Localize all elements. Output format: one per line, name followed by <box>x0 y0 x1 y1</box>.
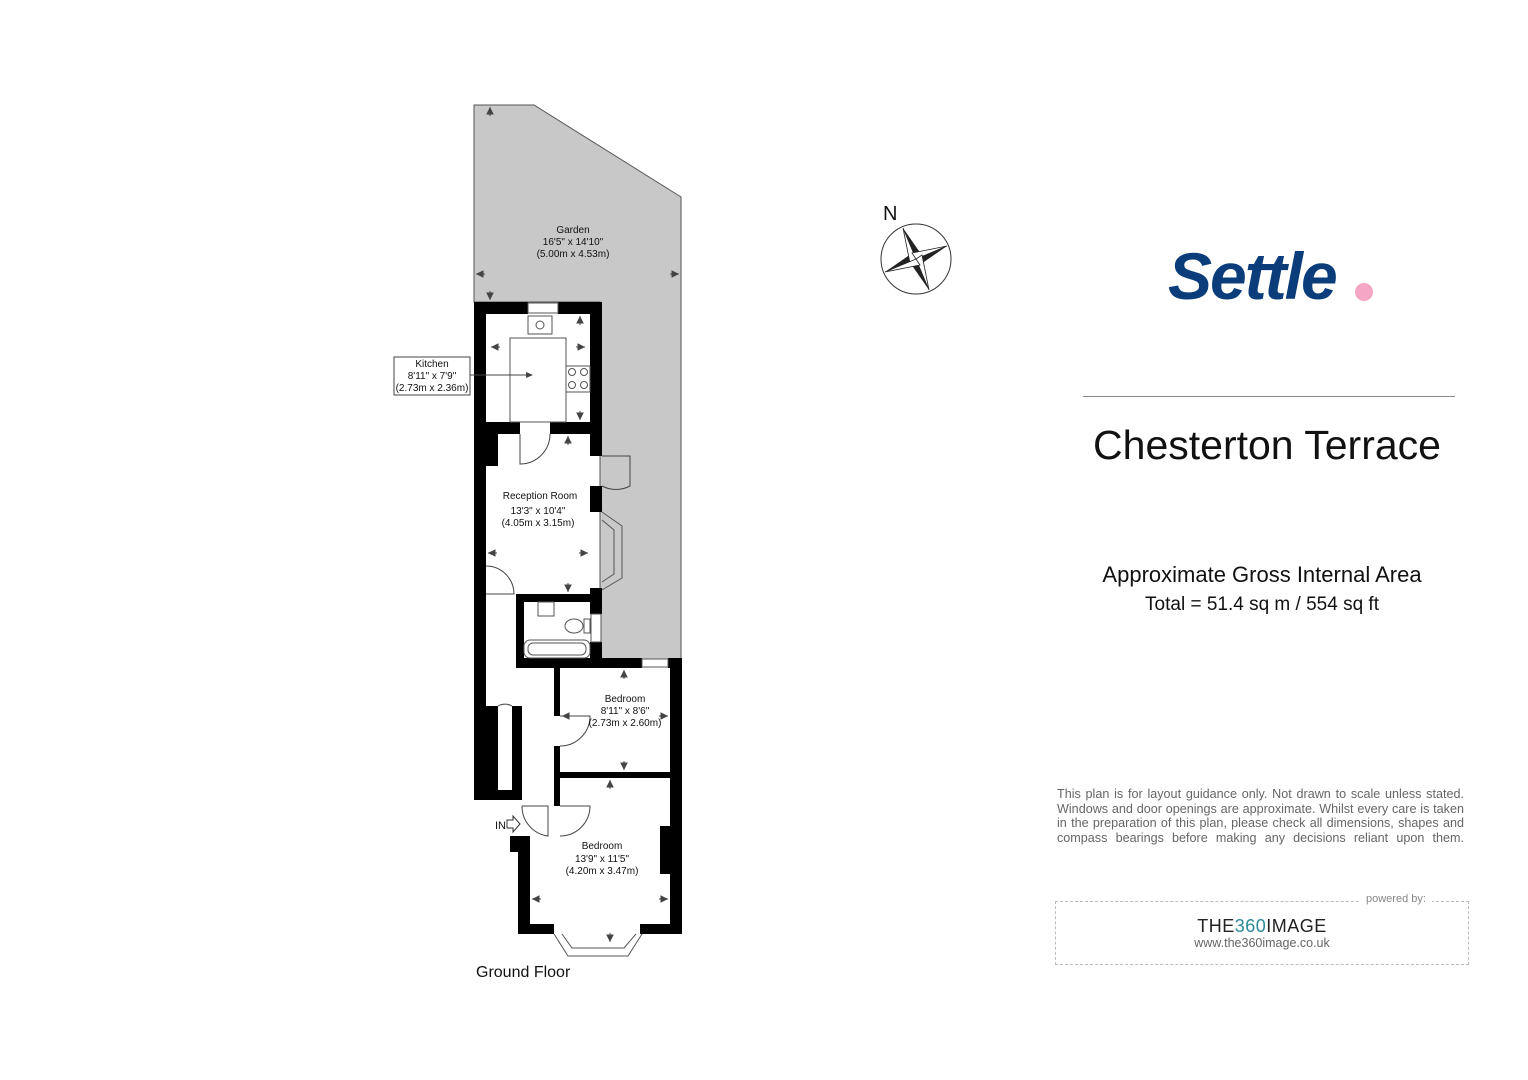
reception-metric: (4.05m x 3.15m) <box>502 518 575 529</box>
garden-imperial: 16'5" x 14'10" <box>543 237 604 248</box>
area-total: Total = 51.4 sq m / 554 sq ft <box>1145 594 1379 615</box>
property-title: Chesterton Terrace <box>1093 422 1441 468</box>
entrance-label: IN <box>495 820 506 832</box>
entrance-arrow-icon <box>506 814 521 834</box>
disclaimer-text: This plan is for layout guidance only. N… <box>1057 787 1464 845</box>
area-heading: Approximate Gross Internal Area <box>1102 562 1422 587</box>
credit-brand: THE360IMAGE <box>1055 916 1469 937</box>
credit-brand-part-b: 360 <box>1234 916 1267 936</box>
walls <box>474 302 682 934</box>
settle-logo: Settle <box>1168 239 1336 313</box>
bedroom2-name: Bedroom <box>582 841 623 852</box>
credit-box <box>1055 901 1469 965</box>
kitchen-fixtures <box>509 315 591 423</box>
bedroom-bay-window <box>553 933 643 957</box>
bedroom1-metric: (2.73m x 2.60m) <box>589 718 662 729</box>
kitchen-label-box <box>393 356 471 396</box>
kitchen-leader-arrow <box>526 372 533 378</box>
settle-logo-dot-icon <box>1355 283 1373 301</box>
bedroom2-imperial: 13'9" x 11'5" <box>575 854 630 865</box>
powered-by-label: powered by: <box>1360 893 1432 905</box>
kitchen-name: Kitchen <box>415 359 448 370</box>
compass-icon <box>880 223 952 295</box>
garden-name: Garden <box>556 225 589 236</box>
compass-north-label: N <box>883 203 897 225</box>
bedroom2-metric: (4.20m x 3.47m) <box>566 866 639 877</box>
bedroom1-imperial: 8'11" x 8'6" <box>601 706 650 717</box>
bedroom1-name: Bedroom <box>605 694 646 705</box>
garden-metric: (5.00m x 4.53m) <box>537 249 610 260</box>
doors <box>485 433 631 837</box>
credit-url: www.the360image.co.uk <box>1194 936 1330 950</box>
divider <box>1083 396 1455 397</box>
kitchen-metric: (2.73m x 2.36m) <box>396 383 469 394</box>
windows <box>527 302 669 668</box>
reception-name: Reception Room <box>503 491 577 502</box>
floor-label: Ground Floor <box>476 964 571 981</box>
credit-brand-part-c: IMAGE <box>1266 916 1327 936</box>
reception-imperial: 13'3" x 10'4" <box>511 506 566 517</box>
garden-dimension-arrows <box>475 106 680 301</box>
reception-bay-window <box>601 511 623 591</box>
kitchen-imperial: 8'11" x 7'9" <box>408 371 457 382</box>
credit-brand-part-a: THE <box>1197 916 1235 936</box>
room-dimension-arrows <box>487 315 669 943</box>
bathroom-fixtures <box>523 601 591 659</box>
garden-area <box>473 104 682 661</box>
